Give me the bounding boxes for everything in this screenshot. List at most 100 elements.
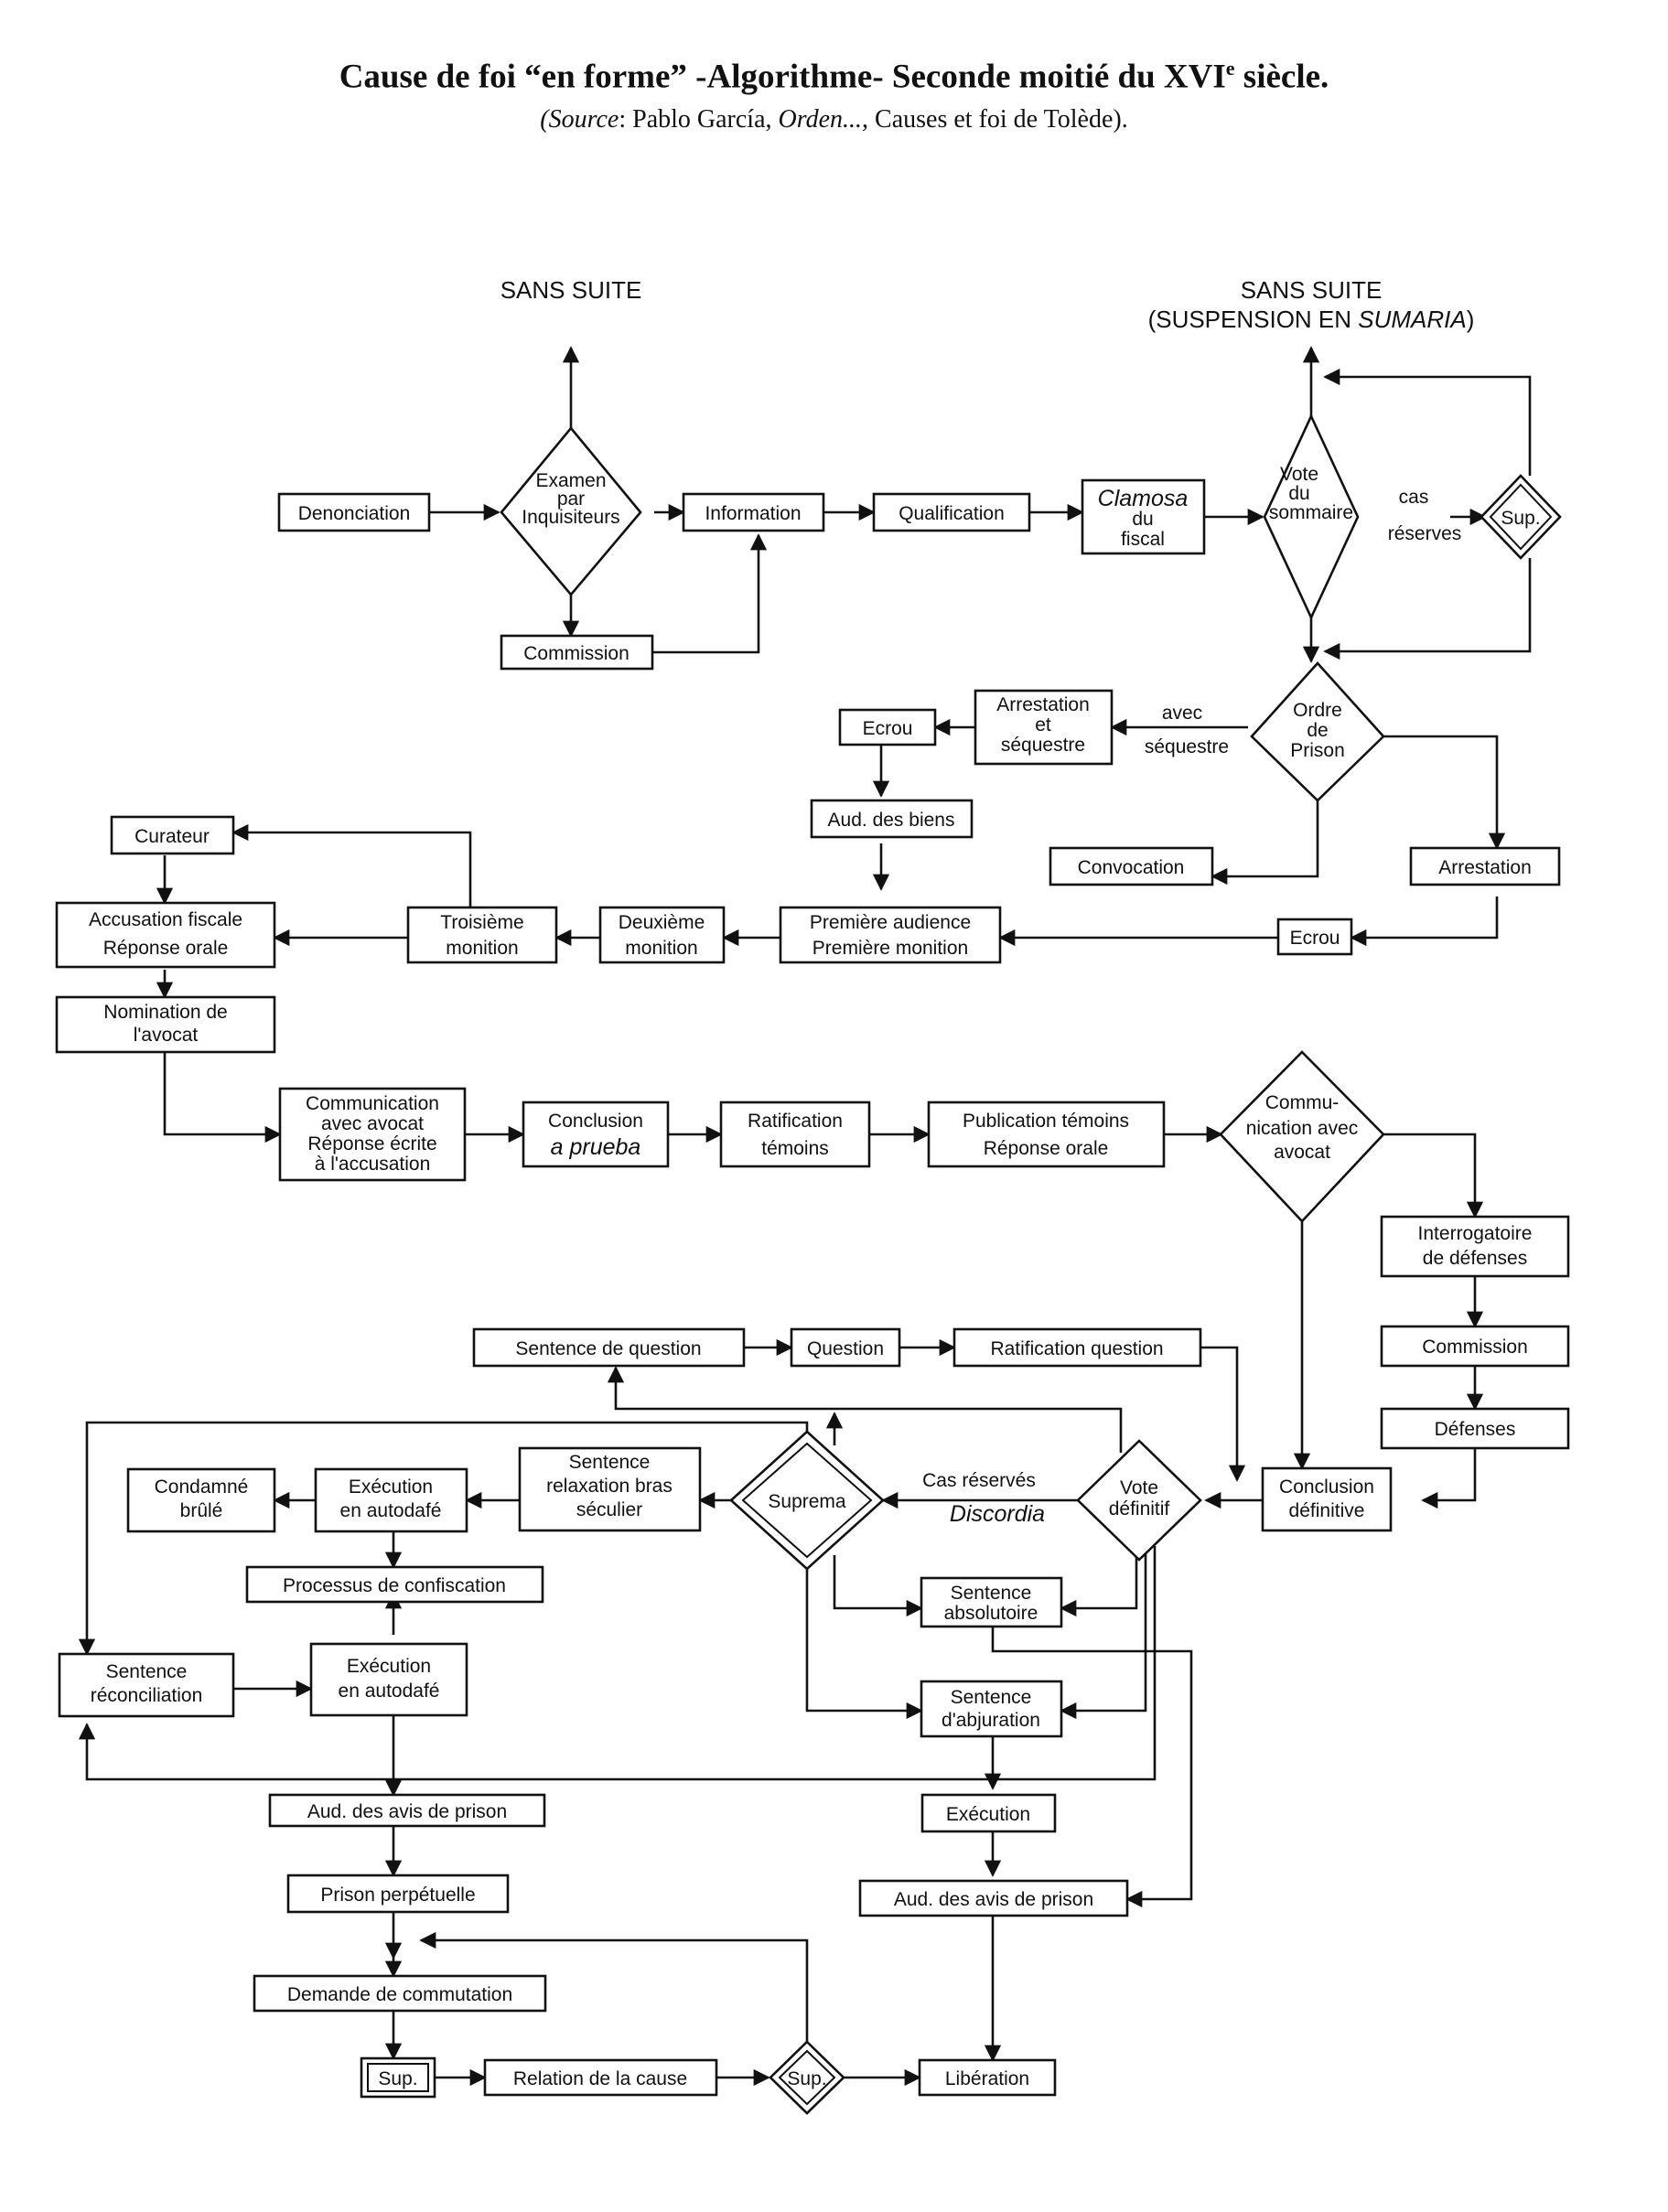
source-book: Orden... bbox=[778, 105, 863, 134]
svg-text:Curateur: Curateur bbox=[135, 826, 210, 847]
node-information: Information bbox=[682, 492, 825, 532]
svg-text:Sentence: Sentence bbox=[106, 1661, 188, 1682]
cas-label: cas bbox=[1399, 487, 1429, 508]
svg-text:Exécution: Exécution bbox=[946, 1804, 1030, 1825]
svg-text:Denonciation: Denonciation bbox=[298, 503, 411, 524]
svg-text:Vote: Vote bbox=[1280, 464, 1318, 485]
node-demande-commutation: Demande de commutation bbox=[253, 1974, 547, 2013]
node-sup-1-diamond: Sup. bbox=[1480, 474, 1562, 560]
node-vote-sommaire-diamond: Vote du sommaire bbox=[1263, 413, 1360, 621]
node-sentence-reconciliation: Sentence réconciliation bbox=[58, 1652, 235, 1718]
node-liberation: Libération bbox=[918, 2058, 1057, 2097]
svg-text:Première monition: Première monition bbox=[812, 938, 968, 959]
svg-text:Deuxième: Deuxième bbox=[619, 912, 705, 933]
svg-text:sommaire: sommaire bbox=[1269, 502, 1353, 523]
svg-text:et: et bbox=[1035, 714, 1051, 736]
svg-text:de défenses: de défenses bbox=[1423, 1248, 1527, 1269]
svg-text:Aud. des avis de prison: Aud. des avis de prison bbox=[307, 1801, 507, 1822]
node-nomination: Nomination de l'avocat bbox=[55, 995, 276, 1054]
svg-text:relaxation bras: relaxation bras bbox=[546, 1476, 673, 1497]
node-troisieme-monition: Troisième monition bbox=[406, 906, 558, 964]
svg-text:Conclusion: Conclusion bbox=[548, 1111, 643, 1132]
node-sentence-question: Sentence de question bbox=[472, 1327, 746, 1368]
svg-text:Interrogatoire: Interrogatoire bbox=[1418, 1223, 1533, 1244]
svg-text:Conclusion: Conclusion bbox=[1279, 1476, 1374, 1498]
svg-text:définitif: définitif bbox=[1109, 1498, 1170, 1519]
node-arrestation-sequestre: Arrestation et séquestre bbox=[974, 689, 1114, 766]
suspension-label: (SUSPENSION EN SUMARIA) bbox=[1148, 306, 1475, 333]
svg-text:à l'accusation: à l'accusation bbox=[315, 1154, 431, 1175]
svg-text:séquestre: séquestre bbox=[1001, 735, 1085, 756]
node-commission-2: Commission bbox=[1380, 1325, 1570, 1368]
svg-text:témoins: témoins bbox=[761, 1138, 829, 1159]
svg-text:Commission: Commission bbox=[1422, 1337, 1528, 1358]
sequestre-label: séquestre bbox=[1145, 736, 1229, 757]
svg-text:en autodafé: en autodafé bbox=[340, 1500, 442, 1521]
svg-text:de: de bbox=[1307, 720, 1328, 741]
node-sentence-absolutoire: Sentence absolutoire bbox=[920, 1576, 1063, 1628]
node-sup-3-diamond: Sup. bbox=[769, 2040, 845, 2115]
svg-text:absolutoire: absolutoire bbox=[944, 1603, 1038, 1624]
svg-text:définitive: définitive bbox=[1289, 1500, 1365, 1521]
svg-text:Arrestation: Arrestation bbox=[996, 694, 1090, 715]
node-sup-2: Sup. bbox=[360, 2056, 436, 2099]
node-defenses: Défenses bbox=[1380, 1407, 1570, 1450]
svg-text:Ratification question: Ratification question bbox=[990, 1338, 1163, 1359]
avec-label: avec bbox=[1162, 703, 1202, 724]
node-question: Question bbox=[790, 1327, 901, 1368]
node-clamosa: Clamosa du fiscal bbox=[1081, 478, 1206, 555]
svg-text:séculier: séculier bbox=[576, 1499, 642, 1520]
svg-text:Vote: Vote bbox=[1120, 1477, 1158, 1498]
svg-text:Sup.: Sup. bbox=[787, 2068, 826, 2089]
svg-text:Commission: Commission bbox=[523, 643, 630, 664]
node-relation-cause: Relation de la cause bbox=[483, 2058, 718, 2097]
svg-text:Prison: Prison bbox=[1290, 740, 1345, 761]
svg-text:Examen: Examen bbox=[535, 470, 606, 491]
svg-text:Ratification: Ratification bbox=[748, 1111, 843, 1132]
reserves-label: réserves bbox=[1388, 523, 1462, 544]
source-author: : Pablo García, bbox=[619, 105, 779, 134]
node-execution-autodafe-1: Exécution en autodafé bbox=[314, 1467, 468, 1533]
svg-text:brûlé: brûlé bbox=[180, 1500, 223, 1521]
svg-text:a prueba: a prueba bbox=[551, 1134, 641, 1160]
svg-text:Commu-: Commu- bbox=[1265, 1092, 1340, 1113]
svg-text:Sup.: Sup. bbox=[1501, 508, 1540, 529]
svg-text:Condamné: Condamné bbox=[155, 1476, 249, 1498]
node-execution: Exécution bbox=[920, 1793, 1057, 1833]
title-superscript: e bbox=[1225, 57, 1235, 80]
node-accusation: Accusation fiscale Réponse orale bbox=[55, 901, 276, 969]
title-suffix: siècle. bbox=[1234, 58, 1329, 96]
svg-text:Convocation: Convocation bbox=[1078, 857, 1185, 878]
svg-text:Exécution: Exécution bbox=[347, 1656, 431, 1677]
svg-text:avocat: avocat bbox=[1274, 1142, 1330, 1163]
svg-text:du: du bbox=[1132, 509, 1153, 530]
node-vote-definitif-diamond: Vote définitif bbox=[1076, 1439, 1202, 1562]
svg-text:Suprema: Suprema bbox=[768, 1491, 846, 1512]
node-suprema-diamond: Suprema bbox=[729, 1430, 885, 1571]
node-aud-avis-prison-1: Aud. des avis de prison bbox=[268, 1793, 546, 1828]
node-publication-temoins: Publication témoins Réponse orale bbox=[927, 1101, 1166, 1168]
svg-text:Sentence de question: Sentence de question bbox=[515, 1338, 701, 1359]
source-open: ( bbox=[540, 105, 549, 134]
svg-text:Information: Information bbox=[705, 503, 801, 524]
svg-text:Sentence: Sentence bbox=[951, 1583, 1032, 1604]
node-interrogatoire: Interrogatoire de défenses bbox=[1380, 1215, 1570, 1278]
node-examen-diamond: Examen par Inquisiteurs bbox=[500, 425, 642, 597]
svg-text:Réponse orale: Réponse orale bbox=[103, 938, 229, 959]
page-title: Cause de foi “en forme” -Algorithme- Sec… bbox=[0, 57, 1668, 96]
node-conclusion-prueba: Conclusion a prueba bbox=[522, 1101, 670, 1168]
svg-text:l'avocat: l'avocat bbox=[134, 1025, 199, 1046]
svg-text:Communication: Communication bbox=[306, 1093, 439, 1114]
connectors bbox=[78, 346, 1532, 2087]
svg-text:réconciliation: réconciliation bbox=[91, 1685, 203, 1706]
svg-text:Aud. des biens: Aud. des biens bbox=[828, 810, 955, 831]
svg-text:nication avec: nication avec bbox=[1246, 1118, 1359, 1139]
cas-reserves-label: Cas réservés bbox=[922, 1470, 1036, 1491]
node-aud-avis-prison-2: Aud. des avis de prison bbox=[858, 1879, 1129, 1917]
svg-text:par: par bbox=[557, 489, 585, 510]
sans-suite-label: SANS SUITE bbox=[500, 276, 642, 304]
svg-text:Nomination de: Nomination de bbox=[103, 1002, 227, 1023]
node-communication-avocat-diamond: Commu- nication avec avocat bbox=[1219, 1050, 1385, 1223]
svg-text:Ecrou: Ecrou bbox=[1290, 928, 1340, 949]
